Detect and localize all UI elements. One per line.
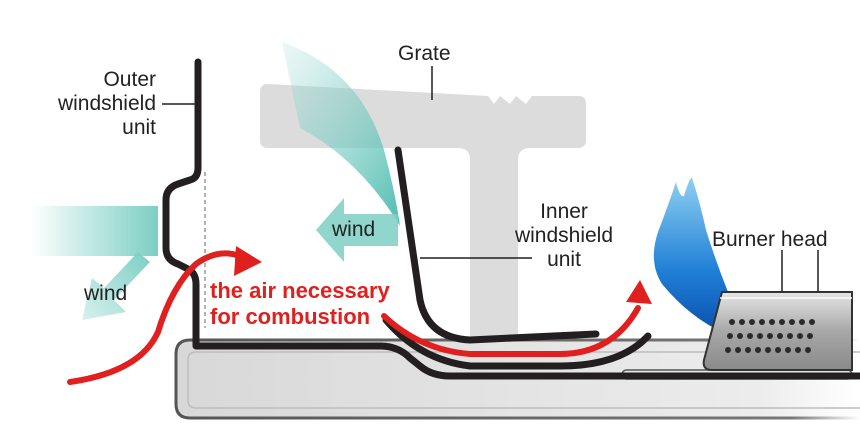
burner-holes [725,319,815,353]
inner-windshield-line2: windshield [514,224,614,247]
air-note-line2: for combustion [210,304,371,329]
wind-left-band [30,206,158,256]
wind-top-label: wind [332,218,376,241]
outer-windshield-wall [162,58,860,380]
burner-flame [653,177,742,334]
burner-head-label: Burner head [712,228,828,251]
wind-left-arrow [82,252,150,320]
burner-head [702,291,853,371]
outer-windshield-label: Outer windshield unit [20,68,156,140]
grate-label: Grate [398,42,451,65]
outer-windshield-line3: unit [122,116,156,139]
air-arrow-right [381,305,641,357]
outer-windshield-line2: windshield [57,92,156,115]
lower-sweep-wall [382,316,652,370]
inner-windshield-line3: unit [547,248,581,271]
air-arrow-left-head [234,246,262,276]
wind-top-plume [282,42,400,226]
inner-windshield-wall [394,146,600,344]
inner-windshield-label: Inner windshield unit [498,200,630,272]
air-arrow-left [67,250,243,385]
air-note-line1: the air necessary [210,278,390,303]
air-note-label: the air necessary for combustion [210,278,390,330]
air-arrow-right-head [626,280,652,304]
base-tray-inner [187,351,860,409]
outer-windshield-line1: Outer [103,68,156,91]
inner-windshield-line1: Inner [540,200,588,223]
wind-left-label: wind [84,282,128,305]
wind-top-arrow [316,198,398,262]
